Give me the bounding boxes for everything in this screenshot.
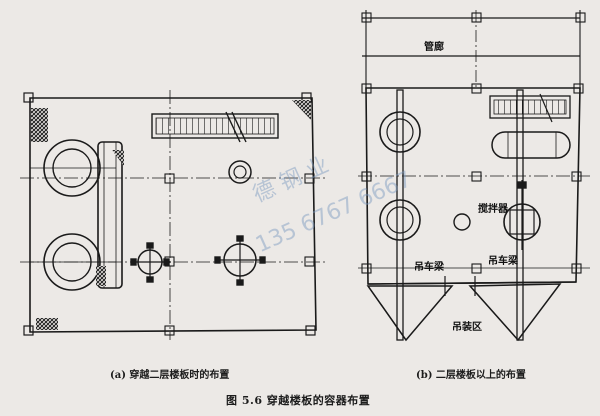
label-pipe-rack: 管廊 bbox=[424, 42, 444, 53]
column bbox=[471, 83, 482, 94]
column bbox=[164, 173, 175, 184]
small-vessel bbox=[453, 213, 471, 231]
column bbox=[573, 83, 584, 94]
figure-caption: 图 5.6 穿越楼板的容器布置 bbox=[226, 394, 371, 407]
column bbox=[361, 171, 372, 182]
label-crane-beam-right: 吊车梁 bbox=[488, 256, 518, 267]
column bbox=[305, 325, 316, 336]
column bbox=[304, 173, 315, 184]
column bbox=[471, 171, 482, 182]
column bbox=[471, 12, 482, 23]
hatched-corner bbox=[292, 100, 311, 120]
hopper-right bbox=[468, 283, 562, 342]
column bbox=[361, 12, 372, 23]
label-crane-beam-left: 吊车梁 bbox=[414, 262, 444, 273]
caption-b: (b) 二层楼板以上的布置 bbox=[416, 370, 526, 381]
column bbox=[571, 171, 582, 182]
column bbox=[571, 263, 582, 274]
column bbox=[23, 92, 34, 103]
column bbox=[361, 83, 372, 94]
crane-beam bbox=[396, 89, 404, 341]
caption-a: (a) 穿越二层楼板时的布置 bbox=[110, 370, 230, 381]
column bbox=[575, 12, 586, 23]
hatched-corner bbox=[36, 318, 58, 330]
label-agitator: 搅拌器 bbox=[478, 204, 508, 215]
column bbox=[304, 256, 315, 267]
column bbox=[361, 263, 372, 274]
label-lifting-area: 吊装区 bbox=[452, 322, 482, 333]
hatched-corner bbox=[31, 108, 48, 142]
slab-outline-a bbox=[29, 97, 317, 333]
column bbox=[471, 263, 482, 274]
hopper-left bbox=[366, 285, 454, 342]
horizontal-drum bbox=[491, 131, 571, 159]
staircase bbox=[151, 113, 279, 139]
crane-beam bbox=[516, 89, 524, 341]
panel-a bbox=[20, 90, 325, 340]
column bbox=[23, 325, 34, 336]
panel-b bbox=[358, 10, 590, 342]
column bbox=[164, 325, 175, 336]
small-vessel bbox=[228, 160, 252, 184]
staircase bbox=[489, 95, 571, 119]
